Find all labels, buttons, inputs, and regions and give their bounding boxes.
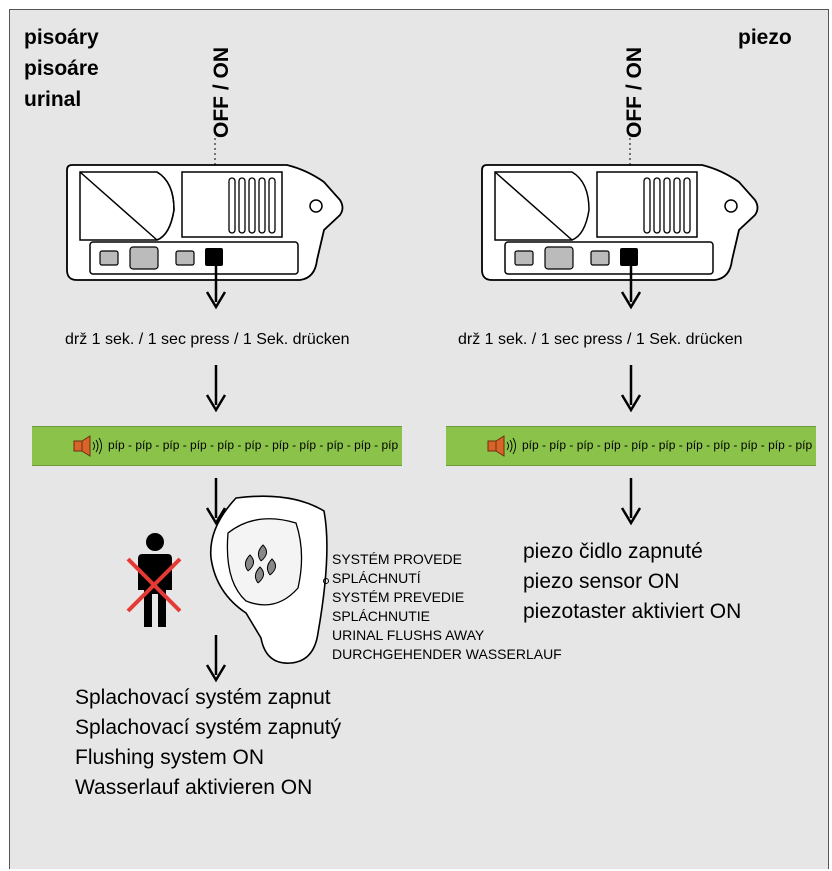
- right-switch-label: OFF / ON: [623, 47, 646, 138]
- cross-icon: [126, 557, 182, 613]
- arrow-down-icon: [620, 478, 642, 526]
- urinal-text-line: SPLÁCHNUTIE: [332, 608, 431, 624]
- arrow-down-icon: [205, 262, 227, 310]
- left-beep-bar: píp - píp - píp - píp - píp - píp - píp …: [32, 426, 402, 466]
- right-result-line: piezo čidlo zapnuté: [523, 540, 703, 563]
- urinal-description: SYSTÉM PROVEDE SPLÁCHNUTÍ SYSTÉM PREVEDI…: [332, 550, 562, 664]
- left-title-line: urinal: [24, 88, 82, 111]
- left-press-label: drž 1 sek. / 1 sec press / 1 Sek. drücke…: [65, 331, 350, 348]
- remote-control-icon: [481, 164, 759, 281]
- right-dotted-line: [629, 138, 631, 250]
- right-result: piezo čidlo zapnuté piezo sensor ON piez…: [523, 537, 741, 627]
- arrow-down-icon: [205, 365, 227, 413]
- left-beeps-text: píp - píp - píp - píp - píp - píp - píp …: [108, 438, 399, 452]
- speaker-icon: [73, 435, 102, 457]
- arrow-down-icon: [620, 365, 642, 413]
- right-beep-bar: píp - píp - píp - píp - píp - píp - píp …: [446, 426, 816, 466]
- left-title: pisoáry pisoáre urinal: [24, 22, 99, 115]
- left-result-line: Splachovací systém zapnut: [75, 686, 331, 709]
- person-icon: [138, 533, 172, 627]
- arrow-down-icon: [205, 478, 227, 526]
- arrow-down-icon: [620, 262, 642, 310]
- diagram-panel: pisoáry pisoáre urinal piezo OFF / ON OF…: [9, 9, 829, 869]
- left-title-line: pisoáry: [24, 26, 99, 49]
- urinal-text-line: DURCHGEHENDER WASSERLAUF: [332, 646, 562, 662]
- right-result-line: piezotaster aktiviert ON: [523, 600, 742, 623]
- urinal-text-line: SPLÁCHNUTÍ: [332, 570, 421, 586]
- right-beeps-text: píp - píp - píp - píp - píp - píp - píp …: [522, 438, 813, 452]
- left-title-line: pisoáre: [24, 57, 99, 80]
- urinal-text-line: SYSTÉM PROVEDE: [332, 551, 462, 567]
- left-switch-label: OFF / ON: [210, 47, 233, 138]
- urinal-icon: [209, 495, 329, 664]
- urinal-text-line: URINAL FLUSHS AWAY: [332, 627, 485, 643]
- speaker-icon: [487, 435, 516, 457]
- right-title: piezo: [738, 26, 792, 49]
- arrow-down-icon: [205, 635, 227, 683]
- left-result: Splachovací systém zapnut Splachovací sy…: [75, 683, 341, 803]
- left-result-line: Flushing system ON: [75, 746, 265, 769]
- urinal-text-line: SYSTÉM PREVEDIE: [332, 589, 465, 605]
- left-result-line: Splachovací systém zapnutý: [75, 716, 342, 739]
- right-press-label: drž 1 sek. / 1 sec press / 1 Sek. drücke…: [458, 331, 743, 348]
- remote-control-icon: [66, 164, 344, 281]
- right-result-line: piezo sensor ON: [523, 570, 680, 593]
- left-result-line: Wasserlauf aktivieren ON: [75, 776, 313, 799]
